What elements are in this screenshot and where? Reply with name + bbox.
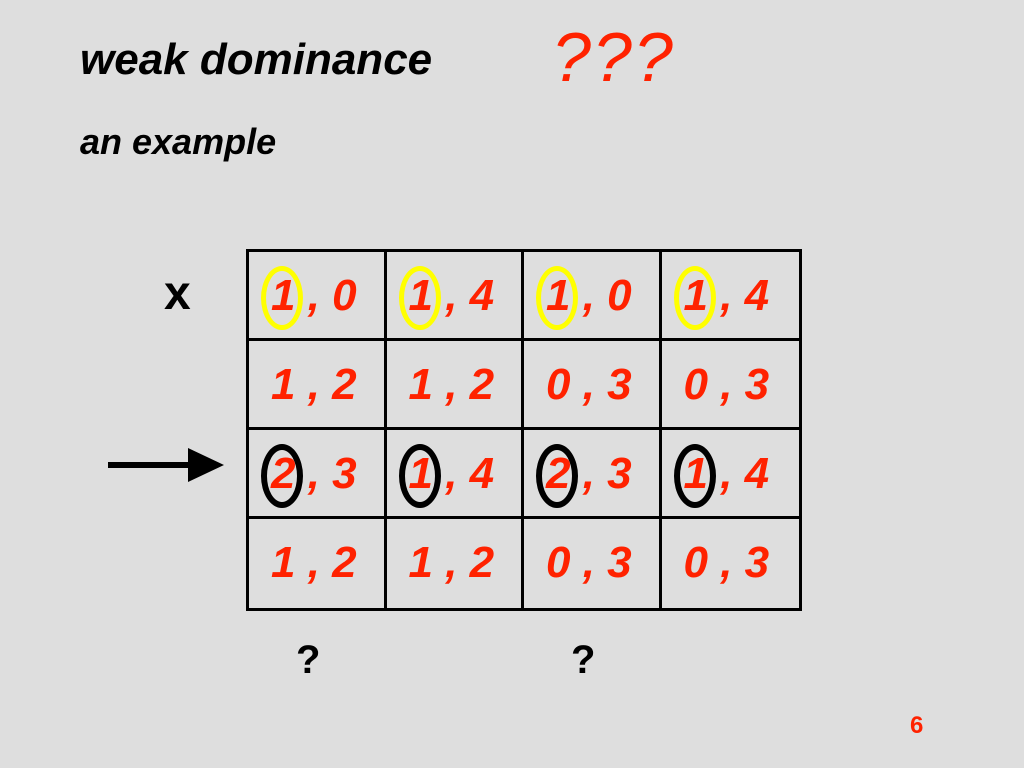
matrix-cell: 1 , 4 — [386, 252, 524, 341]
row-marker-x: x — [164, 267, 191, 320]
payoff-value: 2 , 3 — [546, 449, 632, 498]
payoff-value: 0 , 3 — [683, 538, 770, 587]
matrix-cell: 1 , 4 — [386, 430, 524, 519]
column-question-mark-3: ? — [571, 638, 596, 682]
yellow-circle-highlight-icon — [673, 266, 716, 330]
black-circle-highlight-icon — [261, 444, 303, 508]
payoff-matrix: 1 , 0 1 , 4 1 , 0 1 , 4 1 , 2 1 , 2 0 , … — [246, 249, 802, 611]
title-question-marks: ??? — [552, 18, 675, 96]
payoff-value: 1 , 4 — [408, 271, 495, 320]
payoff-value: 0 , 3 — [546, 538, 632, 587]
slide-title: weak dominance — [80, 35, 433, 84]
payoff-value: 1 , 0 — [546, 271, 632, 320]
matrix-cell: 1 , 4 — [661, 252, 799, 341]
payoff-value: 2 , 3 — [271, 449, 357, 498]
slide-subtitle: an example — [80, 121, 277, 162]
matrix-cell: 0 , 3 — [661, 341, 799, 430]
matrix-cell: 2 , 3 — [524, 430, 662, 519]
payoff-value: 1 , 0 — [271, 271, 357, 320]
matrix-cell: 1 , 4 — [661, 430, 799, 519]
matrix-cell: 1 , 0 — [524, 252, 662, 341]
matrix-cell: 1 , 2 — [249, 341, 387, 430]
page-number: 6 — [910, 712, 924, 739]
payoff-value: 1 , 4 — [408, 449, 495, 498]
payoff-value: 1 , 2 — [408, 360, 495, 409]
matrix-cell: 1 , 0 — [249, 252, 387, 341]
arrow-right-icon — [108, 448, 224, 482]
matrix-cell: 2 , 3 — [249, 430, 387, 519]
payoff-value: 1 , 4 — [683, 271, 770, 320]
payoff-value: 1 , 2 — [271, 538, 357, 587]
payoff-value: 0 , 3 — [546, 360, 632, 409]
matrix-cell: 0 , 3 — [524, 341, 662, 430]
yellow-circle-highlight-icon — [398, 266, 441, 330]
black-circle-highlight-icon — [536, 444, 578, 508]
black-circle-highlight-icon — [398, 444, 441, 508]
matrix-cell: 0 , 3 — [524, 519, 662, 608]
payoff-value: 1 , 4 — [683, 449, 770, 498]
matrix-cell: 1 , 2 — [249, 519, 387, 608]
column-question-mark-1: ? — [296, 638, 321, 682]
yellow-circle-highlight-icon — [536, 266, 578, 330]
matrix-cell: 0 , 3 — [662, 519, 800, 608]
yellow-circle-highlight-icon — [261, 266, 303, 330]
payoff-value: 0 , 3 — [683, 360, 770, 409]
payoff-value: 1 , 2 — [408, 538, 495, 587]
matrix-cell: 1 , 2 — [386, 341, 524, 430]
matrix-cell: 1 , 2 — [387, 519, 524, 608]
black-circle-highlight-icon — [673, 444, 716, 508]
payoff-value: 1 , 2 — [271, 360, 357, 409]
